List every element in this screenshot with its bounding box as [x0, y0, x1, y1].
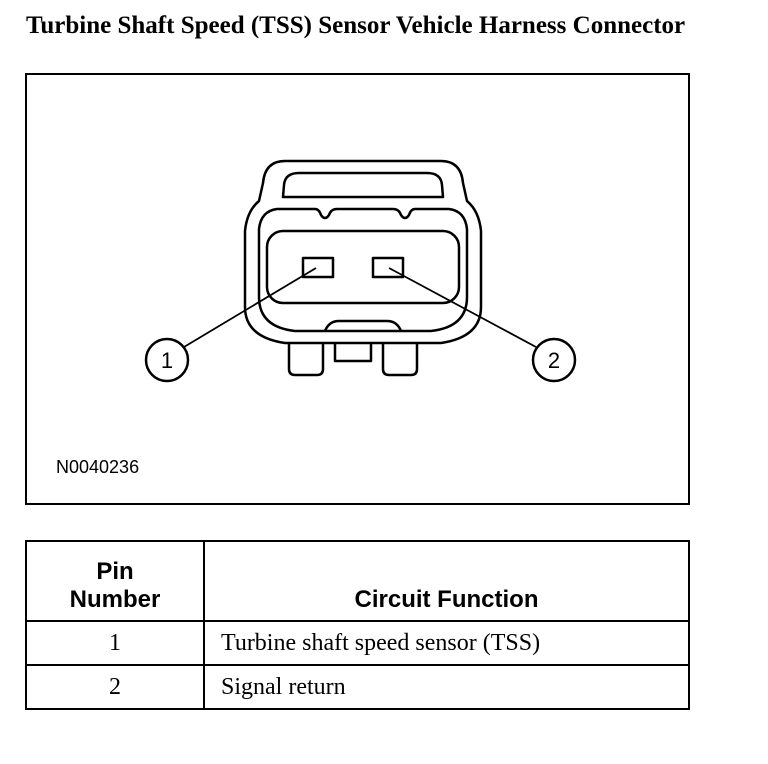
- circuit-function-cell: Turbine shaft speed sensor (TSS): [203, 620, 690, 666]
- header-pin-number: Pin Number: [25, 540, 205, 622]
- connector-pin-cavity: [265, 229, 461, 305]
- callout-label-1: 1: [161, 348, 173, 373]
- table-header-row: Pin Number Circuit Function: [25, 540, 690, 622]
- callout-label-2: 2: [548, 348, 560, 373]
- connector-latch-outline: [281, 171, 445, 199]
- connector-bottom-notch: [323, 319, 403, 332]
- terminal-pin-2: [371, 256, 405, 279]
- connector-seal-ring: [257, 207, 469, 333]
- leader-line-2: [388, 267, 537, 348]
- leader-line-1: [183, 267, 317, 348]
- connector-center-key: [333, 343, 373, 363]
- page-title: Turbine Shaft Speed (TSS) Sensor Vehicle…: [26, 12, 686, 39]
- header-pin-number-text: Pin Number: [69, 558, 161, 613]
- connector-right-tab: [381, 343, 419, 377]
- pin-function-table: Pin Number Circuit Function 1 Turbine sh…: [25, 540, 690, 710]
- connector-left-tab: [287, 343, 325, 377]
- table-row: 1 Turbine shaft speed sensor (TSS): [25, 620, 690, 666]
- figure-id: N0040236: [56, 457, 140, 477]
- terminal-pin-1: [301, 256, 335, 279]
- connector-diagram: 1 2: [25, 73, 690, 505]
- circuit-function-cell: Signal return: [203, 664, 690, 710]
- connector-drawing: 1 2: [144, 159, 577, 383]
- callout-circle-2: [531, 337, 577, 383]
- header-circuit-function: Circuit Function: [203, 540, 690, 622]
- pin-number-cell: 1: [25, 620, 205, 666]
- table-row: 2 Signal return: [25, 664, 690, 710]
- pin-number-cell: 2: [25, 664, 205, 710]
- connector-housing-outline: [243, 159, 483, 345]
- callout-circle-1: [144, 337, 190, 383]
